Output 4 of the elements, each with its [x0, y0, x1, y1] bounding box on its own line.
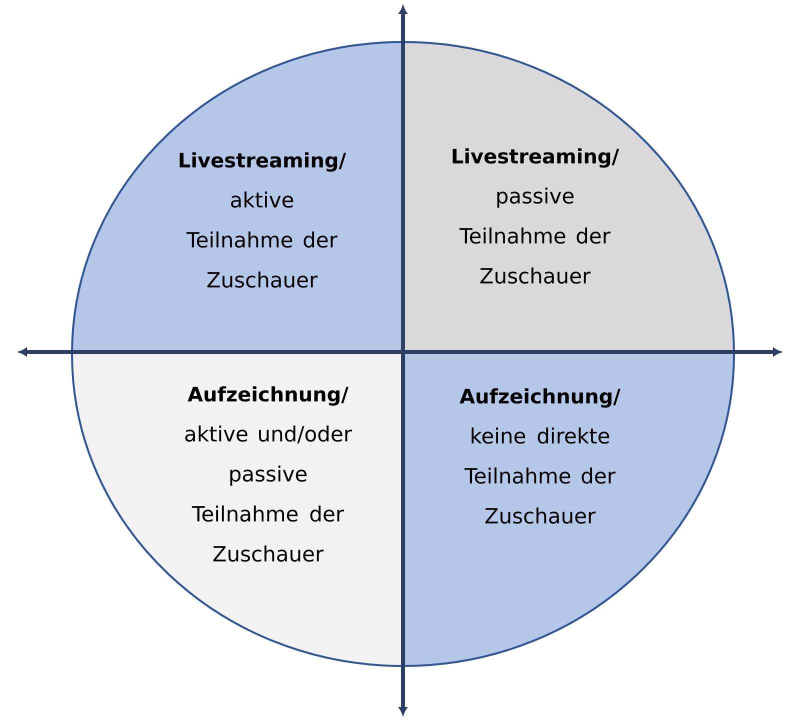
quadrant: Aufzeichnung/ keine direkte Teilnahme der Zuschauer	[403, 354, 734, 666]
quadrant: Aufzeichnung/ aktive und/oder passive Teilnahme der Zuschauer	[72, 354, 403, 666]
quadrant: Livestreaming/ aktive Teilnahme der Zuschauer	[72, 42, 403, 354]
quadrant: Livestreaming/ passive Teilnahme der Zuschauer	[403, 42, 734, 354]
